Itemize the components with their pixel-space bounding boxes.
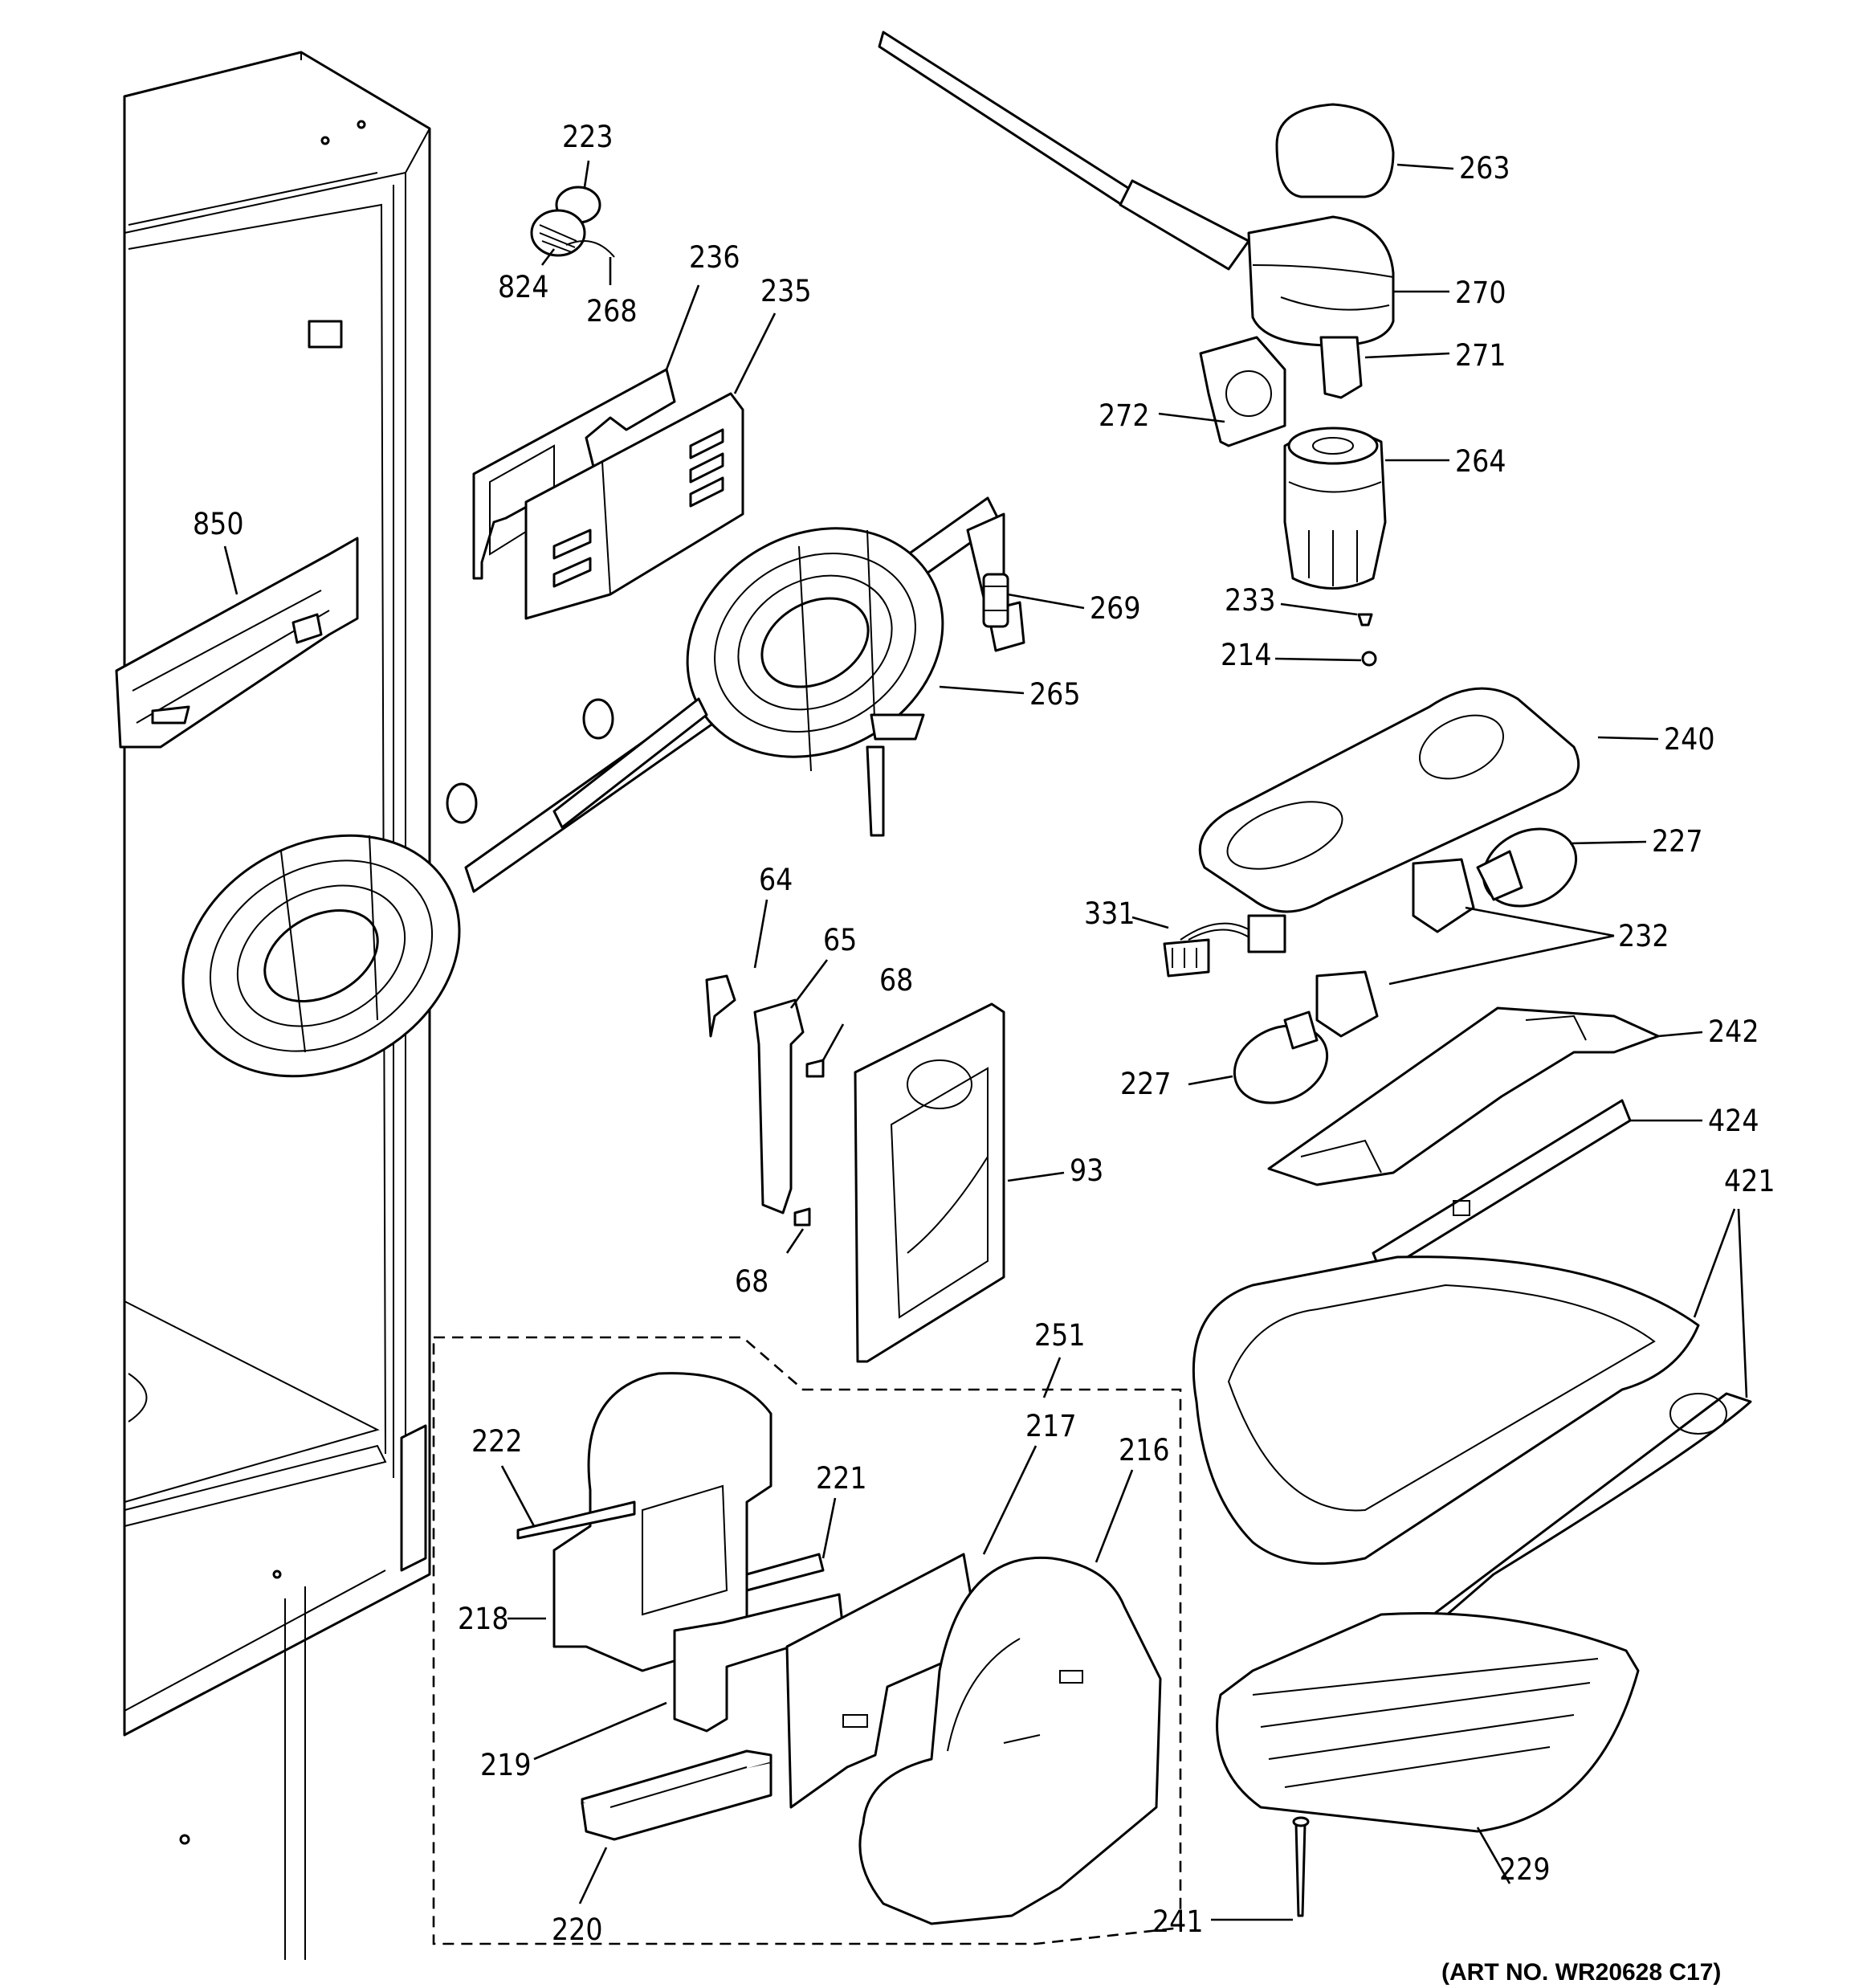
part-229-grille: [1216, 1611, 1640, 1833]
part-850-bracket: [115, 537, 359, 749]
callout-241: 241: [1152, 1904, 1204, 1939]
part-64-switch: [705, 974, 736, 1038]
callout-421: 421: [1724, 1164, 1775, 1198]
callout-242: 242: [1708, 1014, 1759, 1049]
part-217-cover: [785, 1553, 981, 1809]
callout-271: 271: [1455, 338, 1506, 373]
part-270-housing: [1247, 215, 1395, 399]
callout-214: 214: [1221, 638, 1272, 672]
callout-65: 65: [823, 923, 857, 957]
callout-264: 264: [1455, 444, 1506, 479]
part-65-bracket: [753, 998, 805, 1214]
callout-272: 272: [1099, 398, 1150, 433]
callout-850: 850: [193, 507, 244, 541]
callout-64: 64: [759, 863, 793, 897]
callout-223: 223: [562, 120, 614, 154]
part-227-bulb-upper: [1476, 827, 1578, 908]
callout-270: 270: [1455, 276, 1506, 310]
art-number: (ART NO. WR20628 C17): [1441, 1959, 1721, 1986]
callout-232: 232: [1618, 919, 1669, 953]
part-218-housing: [552, 1372, 773, 1672]
part-232-socket-b: [1315, 970, 1379, 1038]
part-421-shell: [1192, 1255, 1752, 1652]
part-269-fitting: [982, 573, 1009, 628]
callout-217: 217: [1025, 1409, 1077, 1443]
part-272-bracket: [1199, 336, 1286, 447]
callout-331: 331: [1084, 896, 1135, 931]
callout-824: 824: [498, 270, 549, 304]
assembly-251-boundary: [432, 1336, 1182, 1945]
callout-216: 216: [1119, 1433, 1170, 1468]
part-221-bar: [745, 1553, 825, 1592]
callout-263: 263: [1459, 151, 1510, 186]
callout-68-lower: 68: [735, 1264, 768, 1299]
callout-229: 229: [1499, 1852, 1551, 1887]
part-219-block: [673, 1593, 845, 1733]
callout-218: 218: [458, 1602, 509, 1636]
part-222-bar: [516, 1500, 636, 1540]
part-93-panel: [854, 1002, 1005, 1363]
coil-upper: [686, 527, 944, 837]
part-227-bulb-lower: [1233, 1010, 1329, 1104]
part-331-harness: [1163, 914, 1286, 978]
part-216-cover: [858, 1556, 1162, 1925]
part-232-socket-a: [1412, 858, 1475, 933]
part-235-cover: [524, 392, 744, 620]
callout-251: 251: [1034, 1318, 1086, 1353]
part-233-screw: [1357, 613, 1373, 627]
part-220-gasket: [581, 1749, 773, 1841]
callout-268: 268: [586, 294, 638, 329]
callout-269: 269: [1090, 591, 1141, 626]
callout-219: 219: [480, 1748, 532, 1782]
part-242-housing: [1267, 1006, 1660, 1186]
callout-93: 93: [1070, 1153, 1103, 1188]
part-241-screw: [1292, 1816, 1310, 1917]
callout-240: 240: [1664, 722, 1715, 757]
part-214-nut: [1361, 651, 1377, 667]
callout-labels: 223 824 268 236 235 850 263 270 271 272 …: [193, 120, 1775, 1986]
callout-222: 222: [471, 1424, 523, 1459]
part-68-screw-upper: [805, 1059, 825, 1078]
callout-233: 233: [1225, 583, 1276, 618]
callout-221: 221: [816, 1461, 867, 1496]
part-240-shield: [1198, 687, 1580, 913]
callout-68-upper: 68: [879, 963, 913, 998]
callout-235: 235: [760, 274, 812, 308]
callout-424: 424: [1708, 1104, 1759, 1138]
part-263-cap: [1275, 103, 1395, 198]
part-223-824-268: [530, 186, 615, 258]
leader-lines: [223, 160, 1748, 1921]
part-264-filter: [1283, 427, 1387, 590]
callout-220: 220: [552, 1912, 603, 1947]
part-68-screw-lower: [793, 1207, 811, 1227]
callout-227-lower: 227: [1120, 1067, 1172, 1101]
callout-227-upper: 227: [1652, 824, 1703, 859]
callout-236: 236: [689, 240, 740, 275]
callout-265: 265: [1029, 677, 1081, 712]
coil-lower: [181, 697, 708, 1078]
